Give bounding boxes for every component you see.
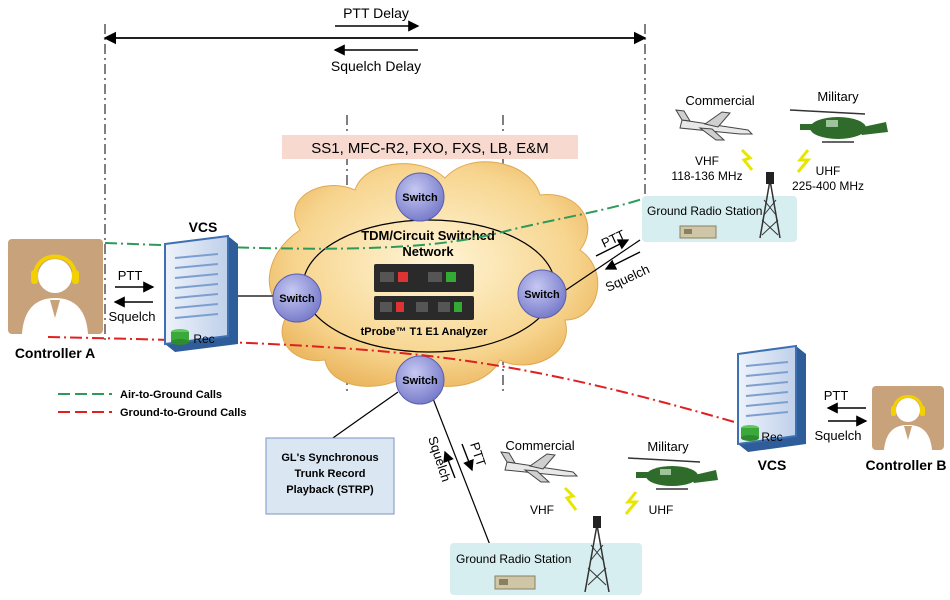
switch-node-right: Switch [517, 269, 567, 319]
svg-text:Switch: Switch [279, 293, 315, 305]
legend-air-to-ground-label: Air-to-Ground Calls [120, 389, 222, 401]
ptt-arrow-top-station [595, 239, 630, 257]
switch-node-top: Switch [395, 172, 445, 222]
ptt-label-a: PTT [118, 268, 143, 283]
squelch-label-b: Squelch [815, 428, 862, 443]
tprobe-analyzer-device [374, 264, 474, 320]
vcs-a-rack [164, 234, 238, 352]
vcs-b-label: VCS [758, 457, 787, 473]
military-label-bottom: Military [647, 439, 689, 454]
squelch-delay-label: Squelch Delay [331, 58, 421, 74]
ground-station-bottom-label: Ground Radio Station [456, 552, 571, 566]
ptt-delay-label: PTT Delay [343, 5, 409, 21]
uhf-range-top: 225-400 MHz [792, 179, 864, 193]
squelch-arrow-top-station [604, 251, 641, 270]
commercial-airplane-bottom-icon [500, 451, 579, 483]
military-helicopter-top-icon [789, 109, 888, 143]
legend-ground-to-ground-label: Ground-to-Ground Calls [120, 407, 246, 419]
military-helicopter-bottom-icon [627, 457, 718, 490]
recorder-a-icon [171, 329, 189, 345]
svg-text:Switch: Switch [402, 375, 438, 387]
commercial-label-top: Commercial [685, 93, 754, 108]
strp-line1: GL's Synchronous [281, 452, 378, 464]
link-switch-station-bottom [431, 395, 491, 546]
military-label-top: Military [817, 89, 859, 104]
vcs-b-rack [737, 344, 806, 452]
uhf-label-bottom: UHF [649, 503, 674, 517]
link-switch-strp [329, 391, 399, 441]
antenna-tower-top-icon [759, 172, 781, 239]
radio-bolt-uhf-top [796, 149, 812, 173]
antenna-tower-bottom-icon [584, 516, 610, 593]
protocol-band [282, 135, 578, 159]
protocol-list: SS1, MFC-R2, FXO, FXS, LB, E&M [311, 140, 549, 157]
squelch-label-a: Squelch [109, 309, 156, 324]
ptt-label-b: PTT [824, 388, 849, 403]
controller-b-avatar [872, 386, 944, 450]
strp-line3: Playback (STRP) [286, 484, 374, 496]
strp-line2: Trunk Record [295, 468, 366, 480]
svg-text:Switch: Switch [402, 192, 438, 204]
vhf-label-top: VHF [695, 154, 719, 168]
controller-b-name: Controller B [866, 457, 947, 473]
ground-station-top-radio-icon [679, 225, 717, 239]
ground-station-top-label: Ground Radio Station [647, 204, 762, 218]
svg-text:Switch: Switch [524, 289, 560, 301]
vhf-label-bottom: VHF [530, 503, 554, 517]
strp-box [265, 437, 395, 515]
switch-node-bottom: Switch [395, 355, 445, 405]
ground-station-bottom-box [450, 543, 642, 595]
ptt-label-bottom-station: PTT [467, 440, 489, 468]
radio-bolt-vhf-top [740, 148, 754, 171]
vhf-range-top: 118-136 MHz [671, 169, 742, 183]
commercial-label-bottom: Commercial [505, 438, 574, 453]
radio-bolt-uhf-bottom [624, 491, 640, 515]
controller-a-name: Controller A [15, 345, 95, 361]
vcs-a-label: VCS [189, 219, 218, 235]
network-title-line1: TDM/Circuit Switched [361, 228, 495, 243]
network-title-line2: Network [402, 244, 454, 259]
radio-bolt-vhf-bottom [563, 486, 578, 511]
switch-node-left: Switch [272, 273, 322, 323]
commercial-airplane-top-icon [675, 109, 754, 141]
ptt-arrow-bottom-station [461, 443, 474, 472]
rec-label-a: Rec [193, 332, 214, 346]
squelch-arrow-bottom-station [443, 450, 456, 479]
controller-a-avatar [8, 239, 103, 334]
recorder-b-icon [741, 425, 759, 441]
ground-station-bottom-radio-icon [494, 575, 536, 590]
air-to-ground-path [104, 197, 646, 250]
uhf-label-top: UHF [816, 164, 841, 178]
analyzer-label: tProbe™ T1 E1 Analyzer [361, 326, 488, 338]
rec-label-b: Rec [761, 430, 782, 444]
